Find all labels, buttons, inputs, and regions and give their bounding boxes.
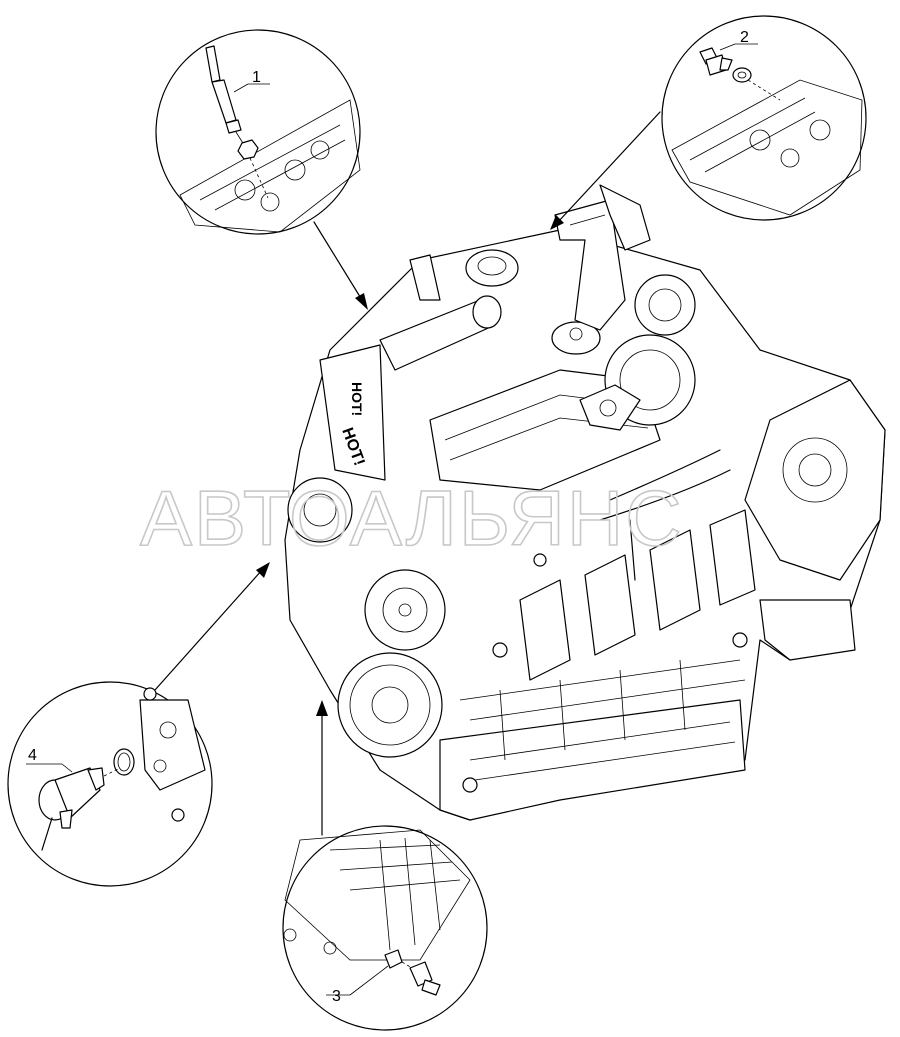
hot-heat-shield: HOT! HOT!: [319, 344, 386, 481]
arrow-1-head: [355, 293, 368, 310]
stop-solenoid: [38, 767, 105, 851]
oil-pressure-switch: [384, 949, 441, 996]
glow-plug: [205, 45, 247, 149]
temperature-sensor: [699, 47, 733, 76]
hot-label-1: HOT!: [349, 382, 365, 416]
detail-circle-4: 4: [7, 681, 213, 887]
callout-3-label: 3: [332, 988, 341, 1005]
callout-2-label: 2: [740, 29, 749, 46]
detail-circle-3: 3: [282, 825, 488, 1031]
callout-4-label: 4: [28, 747, 37, 764]
callout-1-label: 1: [252, 69, 261, 86]
engine-assembly: HOT! HOT!: [284, 184, 886, 821]
detail-circle-1: 1: [155, 29, 361, 235]
arrow-4-head: [256, 562, 270, 578]
detail-circle-2: 2: [661, 15, 867, 221]
watermark: АВТОАЛЬЯНС: [140, 474, 684, 562]
arrow-3-head: [316, 700, 328, 716]
arrow-2-head: [550, 215, 564, 230]
